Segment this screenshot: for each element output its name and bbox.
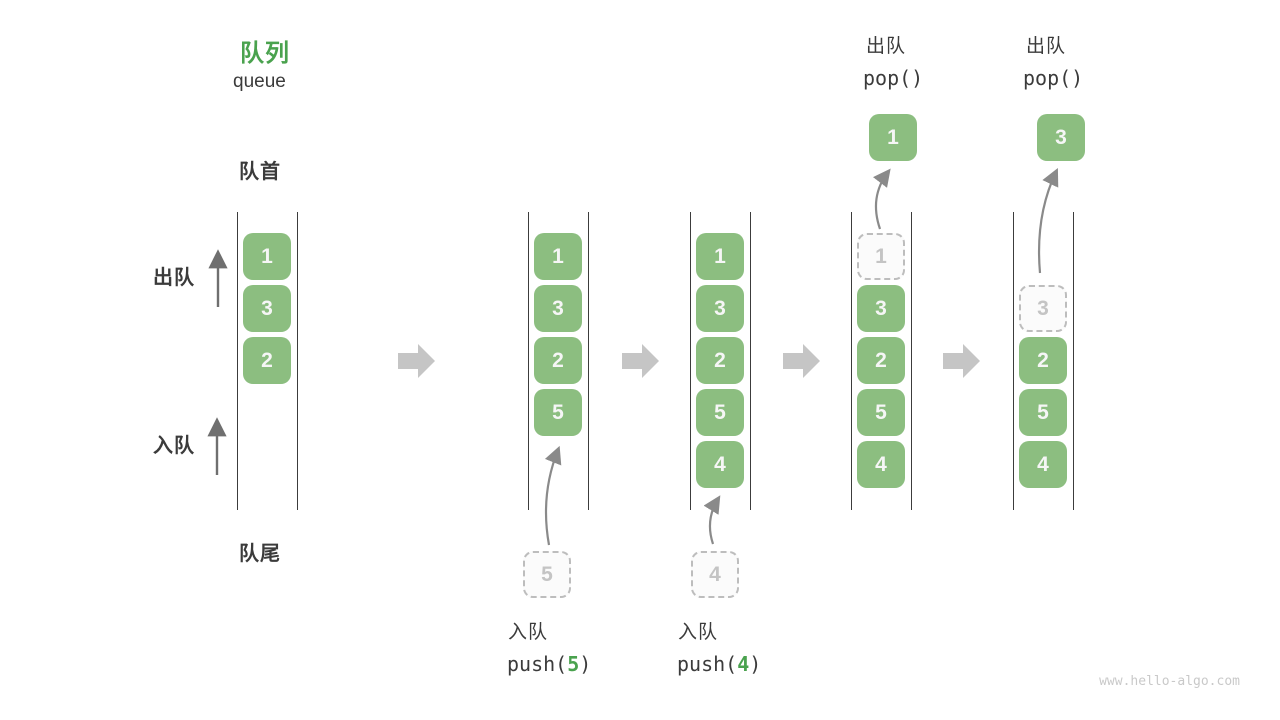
dequeue-op-label: 出队 xyxy=(866,36,907,57)
push-code-part: 5 xyxy=(567,652,580,676)
queue-state-column: 1 3 2 5 4 xyxy=(690,212,751,510)
block-arrow-icon xyxy=(622,344,659,378)
block-arrow-icon xyxy=(943,344,980,378)
queue-element-dashed-box: 1 xyxy=(857,233,905,280)
pop-code-label: pop() xyxy=(863,66,924,90)
queue-state-column: 1 3 2 5 4 xyxy=(851,212,912,510)
queue-element-box: 2 xyxy=(857,337,905,384)
queue-element-box: 5 xyxy=(1019,389,1067,436)
dequeue-op-label: 出队 xyxy=(1026,36,1067,57)
push-code-label: push(5) xyxy=(507,652,591,676)
queue-element-box: 5 xyxy=(534,389,582,436)
queue-state-column: 1 3 2 xyxy=(237,212,298,510)
queue-element-box: 5 xyxy=(857,389,905,436)
queue-element-box: 3 xyxy=(534,285,582,332)
label-enqueue-side: 入队 xyxy=(153,435,195,457)
queue-element-box: 2 xyxy=(696,337,744,384)
block-arrow-icon xyxy=(398,344,435,378)
queue-state-column: 1 3 2 5 xyxy=(528,212,589,510)
queue-element-box: 2 xyxy=(534,337,582,384)
queue-element-box: 5 xyxy=(696,389,744,436)
queue-element-box: 4 xyxy=(696,441,744,488)
queue-element-box: 4 xyxy=(1019,441,1067,488)
queue-element-box: 1 xyxy=(534,233,582,280)
label-queue-front: 队首 xyxy=(239,161,281,183)
queue-element-box: 2 xyxy=(1019,337,1067,384)
push-code-part: ) xyxy=(579,652,592,676)
enqueue-op-label: 入队 xyxy=(678,622,719,643)
popped-element-box: 3 xyxy=(1037,114,1085,161)
push-code-part: ) xyxy=(749,652,762,676)
push-code-part: push( xyxy=(507,652,568,676)
queue-element-box: 1 xyxy=(696,233,744,280)
queue-element-dashed-box: 3 xyxy=(1019,285,1067,332)
label-queue-rear: 队尾 xyxy=(239,543,281,565)
queue-element-box: 4 xyxy=(857,441,905,488)
queue-element-box: 1 xyxy=(243,233,291,280)
queue-element-box: 3 xyxy=(857,285,905,332)
figure-title-zh: 队列 xyxy=(240,40,290,67)
push-code-part: 4 xyxy=(737,652,750,676)
push-code-part: push( xyxy=(677,652,738,676)
popped-element-box: 1 xyxy=(869,114,917,161)
block-arrow-icon xyxy=(783,344,820,378)
label-dequeue-side: 出队 xyxy=(153,267,195,289)
watermark: www.hello-algo.com xyxy=(1099,674,1240,689)
push-code-label: push(4) xyxy=(677,652,761,676)
figure-title-en: queue xyxy=(233,71,286,92)
queue-element-box: 2 xyxy=(243,337,291,384)
queue-element-box: 3 xyxy=(243,285,291,332)
pending-element-box: 4 xyxy=(691,551,739,598)
enqueue-op-label: 入队 xyxy=(508,622,549,643)
pop-code-label: pop() xyxy=(1023,66,1084,90)
queue-state-column: 3 2 5 4 xyxy=(1013,212,1074,510)
pending-element-box: 5 xyxy=(523,551,571,598)
queue-element-box: 3 xyxy=(696,285,744,332)
